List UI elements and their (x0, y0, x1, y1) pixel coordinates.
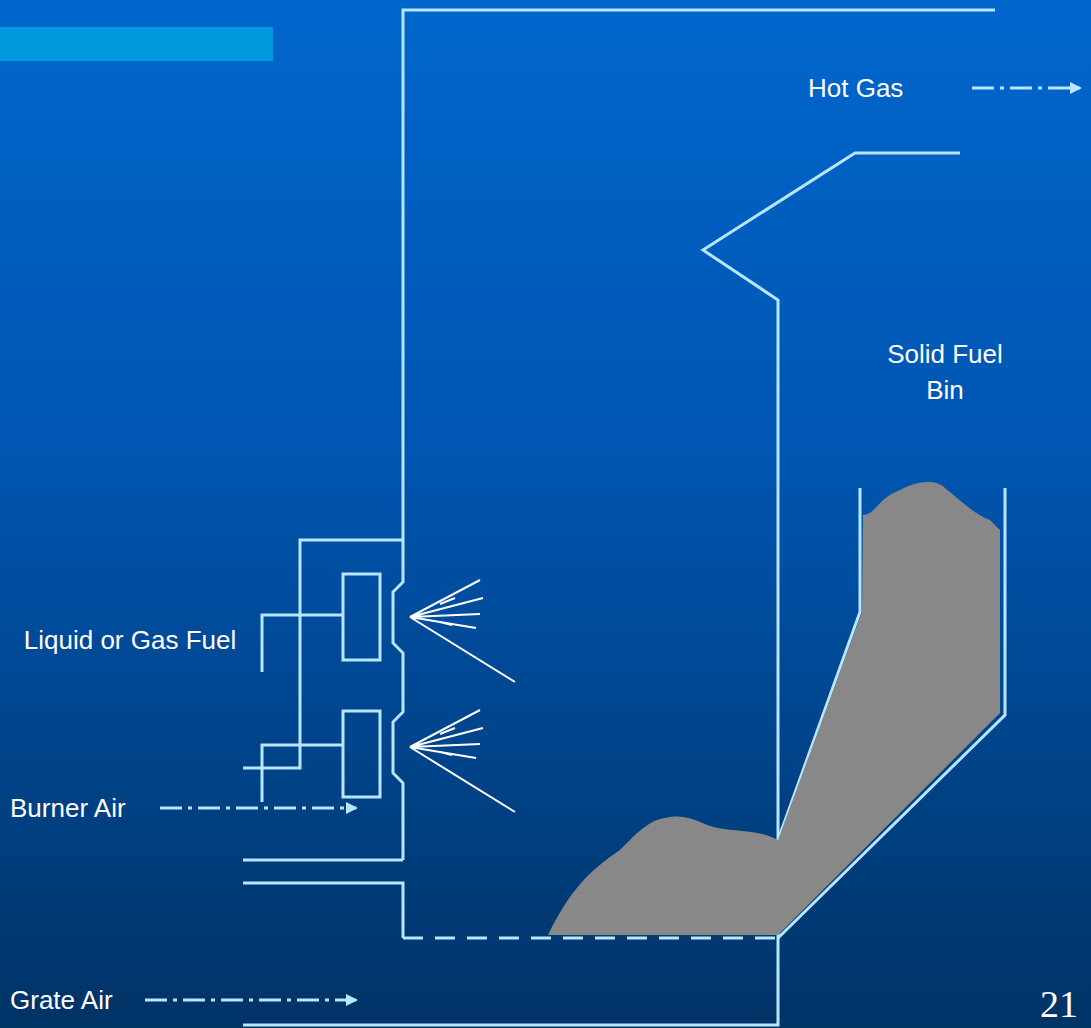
fuel-pipe (262, 615, 343, 672)
fuel-spray (410, 580, 515, 812)
fuel-label: Liquid or Gas Fuel (10, 622, 250, 658)
title-bar (0, 27, 273, 61)
grate (403, 937, 778, 940)
page-number: 21 (1040, 978, 1088, 1028)
flow-label: Hot Gas (808, 70, 968, 106)
grate-air-duct (243, 883, 403, 938)
flow-label: Grate Air (10, 982, 150, 1018)
furnace-bottom (243, 938, 778, 1025)
flow-label: Burner Air (10, 790, 160, 826)
burner (343, 711, 380, 797)
solid-fuel (548, 482, 1000, 935)
flow-arrow (972, 87, 1080, 90)
bin-label: Solid Fuel Bin (885, 336, 1005, 409)
flow-arrow (160, 807, 356, 810)
flow-arrow (145, 999, 356, 1002)
burner (343, 574, 380, 660)
burner-air-duct (243, 859, 403, 862)
fuel-pipe (262, 745, 343, 802)
